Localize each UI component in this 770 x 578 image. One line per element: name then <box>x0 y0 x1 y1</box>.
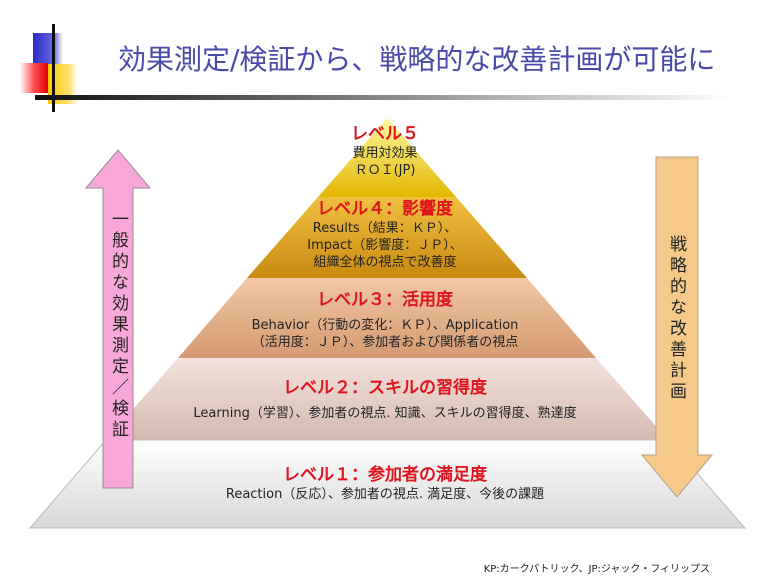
logo-red-square <box>20 63 48 93</box>
level-2-heading: レベル２：スキルの習得度 <box>283 378 487 398</box>
pyramid-level-2 <box>106 358 668 440</box>
level-5-text: レベル５ 費用対効果 ＲＯＩ(JP) <box>0 123 770 179</box>
level-3-text: レベル３：活用度 Behavior（行動の変化：ＫＰ）、Application … <box>0 289 770 351</box>
right-arrow-label: 戦略的な改善計画 <box>666 235 686 403</box>
slide-title: 効果測定/検証から、戦略的な改善計画が可能に <box>118 43 716 76</box>
level-2-text: レベル２：スキルの習得度 Learning（学習）、参加者の視点. 知識、スキル… <box>0 377 770 422</box>
down-arrow <box>640 156 714 498</box>
level-3-line: （活用度：ＪＰ）、参加者および関係者の視点 <box>251 335 519 350</box>
footnote: KP:カークパトリック、JP:ジャック・フィリップス <box>483 564 710 575</box>
pyramid-level-5 <box>318 118 456 197</box>
level-4-text: レベル４：影響度 Results（結果：ＫＰ）、 Impact（影響度：ＪＰ）、… <box>0 198 770 271</box>
level-5-line: ＲＯＩ(JP) <box>354 163 416 178</box>
level-4-heading: レベル４：影響度 <box>317 199 453 219</box>
level-3-line: Behavior（行動の変化：ＫＰ）、Application <box>251 318 519 333</box>
level-5-heading: レベル５ <box>351 124 419 144</box>
level-4-line: Impact（影響度：ＪＰ）、 <box>307 238 463 253</box>
logo-blue-square <box>33 33 63 65</box>
title-underline <box>35 95 735 100</box>
level-3-heading: レベル３：活用度 <box>317 290 453 310</box>
logo-vertical-line <box>52 24 55 112</box>
up-arrow <box>84 149 152 489</box>
pyramid-level-3 <box>178 278 596 358</box>
level-4-line: Results（結果：ＫＰ）、 <box>312 221 458 236</box>
level-2-line: Learning（学習）、参加者の視点. 知識、スキルの習得度、熟達度 <box>193 406 577 421</box>
level-1-text: レベル１：参加者の満足度 Reaction（反応）、参加者の視点. 満足度、今後… <box>0 464 770 503</box>
pyramid-level-4 <box>247 197 527 278</box>
level-4-line: 組織全体の視点で改善度 <box>313 255 457 270</box>
level-5-line: 費用対効果 <box>352 146 418 161</box>
left-arrow-label: 一般的な効果測定／検証 <box>108 210 128 441</box>
level-1-line: Reaction（反応）、参加者の視点. 満足度、今後の課題 <box>225 487 545 502</box>
level-1-heading: レベル１：参加者の満足度 <box>283 465 487 485</box>
